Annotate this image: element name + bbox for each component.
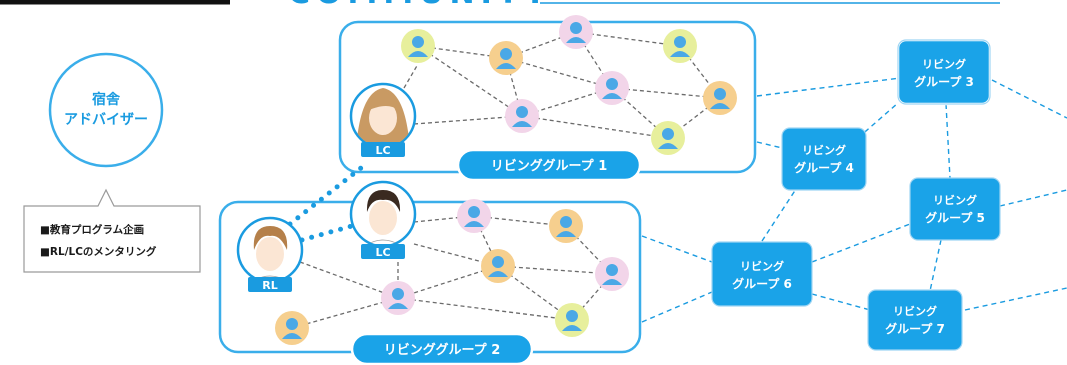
living-group-5: リビング グループ 5 [909, 177, 1001, 241]
link-g5-out [999, 189, 1067, 207]
member-icon [703, 81, 737, 115]
link-g3-g5 [945, 103, 951, 179]
link-g1-g4 [756, 141, 783, 149]
group-3-line1: リビング [922, 57, 966, 71]
group-6-line2: グループ 6 [732, 276, 792, 291]
link-g4-g6 [761, 185, 799, 242]
link-g2-g6b [641, 291, 713, 323]
group-1-pill [456, 148, 642, 182]
member-icon [595, 71, 629, 105]
link-g6-g5 [811, 223, 911, 263]
group-2-members [275, 199, 629, 345]
group-4-line1: リビング [802, 143, 846, 157]
rl-lc-links [287, 161, 369, 243]
group-4-line2: グループ 4 [794, 160, 854, 175]
member-icon [481, 249, 515, 283]
lc-label-group-2: LC [375, 246, 390, 259]
duty-item-1: ■教育プログラム企画 [40, 223, 144, 236]
duty-item-2: ■RL/LCのメンタリング [40, 245, 157, 258]
group-3-line2: グループ 3 [914, 74, 974, 89]
member-icon [663, 29, 697, 63]
group-5-line2: グループ 5 [925, 210, 985, 225]
group-2-pill [350, 332, 534, 365]
member-icon [651, 121, 685, 155]
member-icon [275, 311, 309, 345]
living-group-3: リビング グループ 3 [896, 38, 992, 106]
group-5-line1: リビング [933, 193, 977, 207]
rl-avatar: RL [236, 216, 304, 292]
group-1-label: リビンググループ 1 [491, 158, 608, 174]
advisor-title-line1: 宿舎 [92, 91, 121, 108]
member-icon [401, 29, 435, 63]
living-group-7: リビング グループ 7 [867, 289, 963, 351]
living-group-4: リビング グループ 4 [781, 127, 867, 191]
group-links [641, 77, 1067, 323]
lc-label-group-1: LC [375, 144, 390, 157]
group-7-line2: グループ 7 [885, 321, 945, 336]
member-icon [505, 99, 539, 133]
header-title: COMMUNITY [288, 0, 552, 11]
group-1-members [401, 15, 737, 155]
member-icon [559, 15, 593, 49]
member-icon [457, 199, 491, 233]
member-icon [595, 257, 629, 291]
living-group-6: リビング グループ 6 [711, 241, 813, 307]
advisor-callout-box [23, 188, 201, 273]
link-g6-g7 [811, 293, 871, 311]
advisor-title-line2: アドバイザー [64, 112, 148, 128]
member-icon [489, 41, 523, 75]
link-g1-g3 [756, 77, 901, 97]
rl-label: RL [262, 279, 277, 292]
member-icon [381, 281, 415, 315]
link-g5-g7 [929, 239, 942, 292]
advisor-circle [48, 52, 164, 168]
link-g7-out [964, 287, 1067, 311]
lc-avatar-group-1: LC [349, 82, 417, 157]
group-6-line1: リビング [740, 259, 784, 273]
link-g3-out [991, 79, 1067, 119]
member-icon [549, 209, 583, 243]
member-icon [555, 303, 589, 337]
group-7-line1: リビング [893, 304, 937, 318]
lc-avatar-group-2: LC [349, 180, 417, 259]
group-2-label: リビンググループ 2 [384, 342, 501, 358]
link-g2-g6 [641, 235, 713, 263]
